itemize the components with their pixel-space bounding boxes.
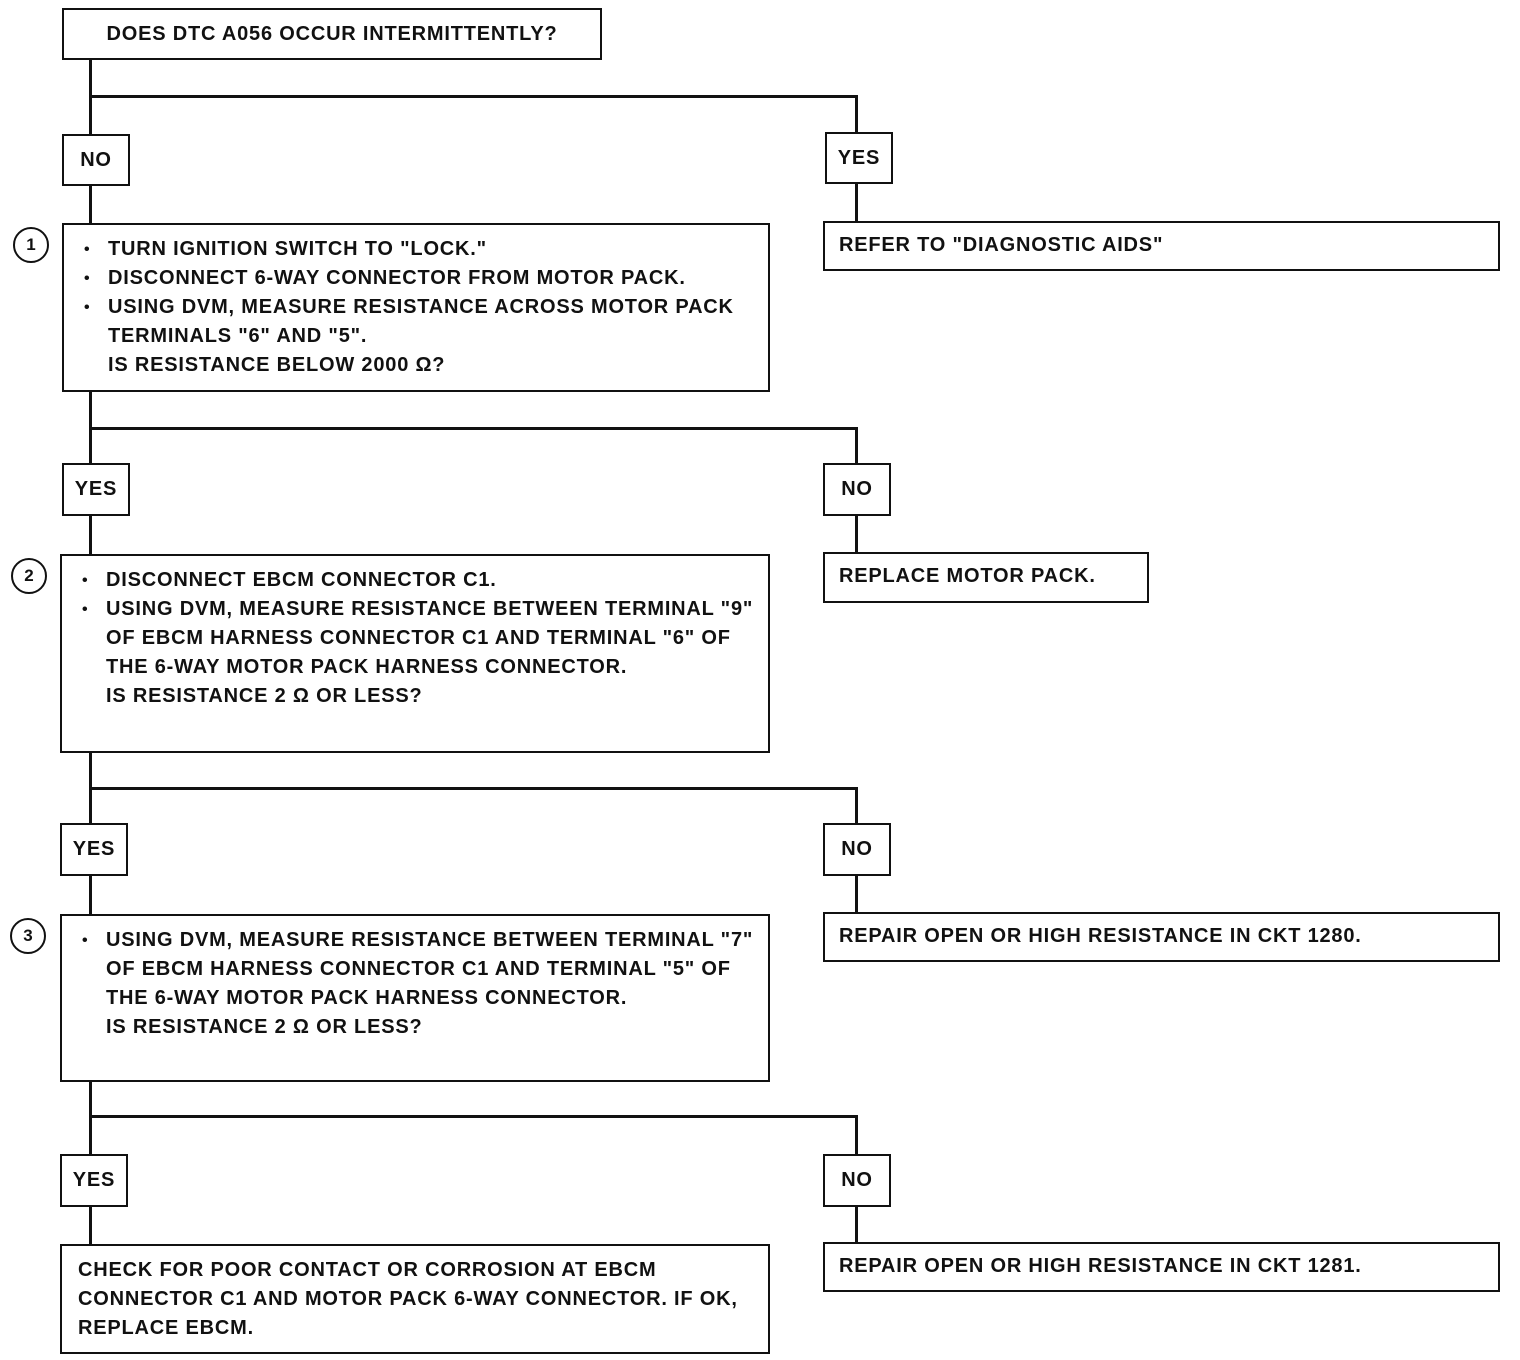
- no-label: NO: [841, 1169, 873, 1191]
- yes-label-box: YES: [60, 823, 128, 876]
- start-question: DOES DTC A056 OCCUR INTERMITTENTLY?: [106, 22, 558, 45]
- connector-line: [89, 184, 92, 225]
- step-number: 3: [23, 926, 33, 945]
- no-label-box: NO: [823, 823, 891, 876]
- step2-box: DISCONNECT EBCM CONNECTOR C1. USING DVM,…: [60, 554, 770, 753]
- connector-line: [855, 182, 858, 223]
- yes-label-box: YES: [60, 1154, 128, 1207]
- step-number-badge: 2: [11, 558, 47, 594]
- connector-line: [855, 514, 858, 554]
- connector-line: [89, 514, 92, 556]
- result-repair-ckt-1280: REPAIR OPEN OR HIGH RESISTANCE IN CKT 12…: [823, 912, 1500, 962]
- connector-line: [89, 1115, 858, 1118]
- yes-label-box: YES: [62, 463, 130, 516]
- step2-bullet: DISCONNECT EBCM CONNECTOR C1.: [78, 566, 754, 595]
- no-label-box: NO: [823, 1154, 891, 1207]
- result-repair-ckt-1281: REPAIR OPEN OR HIGH RESISTANCE IN CKT 12…: [823, 1242, 1500, 1292]
- connector-line: [89, 1080, 92, 1156]
- result-check-contact-replace-ebcm: CHECK FOR POOR CONTACT OR CORROSION AT E…: [60, 1244, 770, 1354]
- step-number-badge: 1: [13, 227, 49, 263]
- step3-question: IS RESISTANCE 2 Ω OR LESS?: [106, 1016, 423, 1038]
- connector-line: [855, 1205, 858, 1244]
- connector-line: [855, 95, 858, 135]
- step-number-badge: 3: [10, 918, 46, 954]
- no-label: NO: [841, 838, 873, 860]
- result-text: REPAIR OPEN OR HIGH RESISTANCE IN CKT 12…: [839, 925, 1362, 947]
- step1-question: IS RESISTANCE BELOW 2000 Ω?: [108, 354, 446, 376]
- step-number: 1: [26, 235, 36, 254]
- result-text: REPLACE MOTOR PACK.: [839, 565, 1096, 587]
- step1-box: TURN IGNITION SWITCH TO "LOCK." DISCONNE…: [62, 223, 770, 392]
- connector-line: [89, 874, 92, 916]
- connector-line: [89, 95, 858, 98]
- no-label-box: NO: [62, 134, 130, 186]
- connector-line: [89, 58, 92, 144]
- step1-bullet: USING DVM, MEASURE RESISTANCE ACROSS MOT…: [80, 293, 754, 351]
- step-number: 2: [24, 566, 34, 585]
- connector-line: [89, 787, 858, 790]
- result-text: REPAIR OPEN OR HIGH RESISTANCE IN CKT 12…: [839, 1255, 1362, 1277]
- connector-line: [89, 1205, 92, 1246]
- start-question-box: DOES DTC A056 OCCUR INTERMITTENTLY?: [62, 8, 602, 60]
- no-label-box: NO: [823, 463, 891, 516]
- connector-line: [855, 427, 858, 465]
- yes-label: YES: [72, 838, 116, 860]
- connector-line: [855, 1115, 858, 1156]
- result-diagnostic-aids: REFER TO "DIAGNOSTIC AIDS": [823, 221, 1500, 271]
- yes-label: YES: [837, 146, 881, 169]
- step2-question: IS RESISTANCE 2 Ω OR LESS?: [106, 685, 423, 707]
- step2-bullet: USING DVM, MEASURE RESISTANCE BETWEEN TE…: [78, 595, 754, 682]
- yes-label: YES: [74, 478, 118, 500]
- no-label: NO: [841, 478, 873, 500]
- no-label: NO: [80, 148, 112, 171]
- step3-box: USING DVM, MEASURE RESISTANCE BETWEEN TE…: [60, 914, 770, 1082]
- connector-line: [855, 787, 858, 825]
- yes-label-box: YES: [825, 132, 893, 184]
- result-text: REFER TO "DIAGNOSTIC AIDS": [839, 234, 1164, 256]
- connector-line: [89, 427, 858, 430]
- yes-label: YES: [72, 1169, 116, 1191]
- step1-bullet: TURN IGNITION SWITCH TO "LOCK.": [80, 235, 754, 264]
- result-replace-motor-pack: REPLACE MOTOR PACK.: [823, 552, 1149, 603]
- step3-bullet: USING DVM, MEASURE RESISTANCE BETWEEN TE…: [78, 926, 754, 1013]
- connector-line: [855, 874, 858, 914]
- result-text: CHECK FOR POOR CONTACT OR CORROSION AT E…: [78, 1259, 738, 1339]
- step1-bullet: DISCONNECT 6-WAY CONNECTOR FROM MOTOR PA…: [80, 264, 754, 293]
